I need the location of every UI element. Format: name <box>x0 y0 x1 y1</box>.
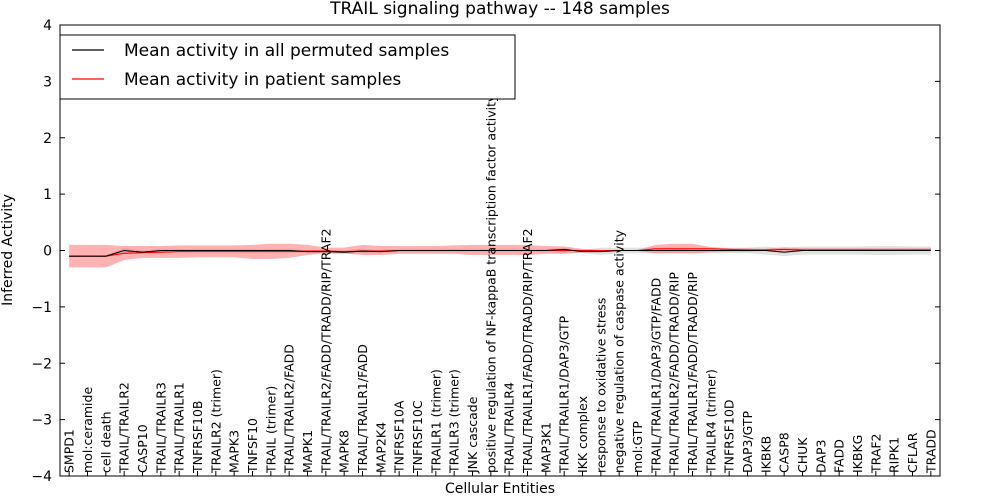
x-tick-label: TRAIL/TRAILR3 <box>153 382 168 474</box>
x-tick-label: TRAIL/TRAILR2/FADD <box>282 344 297 474</box>
x-tick-label: mol:ceramide <box>80 387 95 473</box>
x-tick-label: TRAIL/TRAILR1/FADD <box>355 344 370 474</box>
x-tick-label: CASP10 <box>135 424 150 473</box>
y-tick-label: 0 <box>43 244 52 260</box>
x-tick-label: DAP3/GTP <box>740 410 755 473</box>
x-tick-label: TNFRSF10B <box>190 401 205 474</box>
y-tick-label: 3 <box>43 74 52 90</box>
x-tick-label: SMPD1 <box>62 429 77 473</box>
x-tick-label: TRAIL/TRAILR4 <box>502 382 517 474</box>
x-tick-label: TRAF2 <box>868 433 883 474</box>
x-tick-label: MAPK8 <box>337 430 352 473</box>
x-tick-label: MAPK3 <box>227 430 242 473</box>
x-tick-label: TNFSF10 <box>245 418 260 474</box>
y-tick-label: −3 <box>31 413 52 429</box>
band-patient <box>69 243 931 268</box>
x-tick-label: TRAIL/TRAILR1/DAP3/GTP/FADD <box>648 278 663 474</box>
x-tick-label: DAP3 <box>813 440 828 473</box>
x-tick-label: IKBKG <box>850 435 865 473</box>
x-tick-label: TRAIL/TRAILR2 <box>117 382 132 474</box>
y-axis-label: Inferred Activity <box>0 194 16 306</box>
x-tick-label: TNFRSF10A <box>392 400 407 474</box>
x-tick-label: TRAIL/TRAILR1/FADD/TRADD/RIP/TRAF2 <box>520 228 535 474</box>
x-tick-label: TRAIL/TRAILR1 <box>172 382 187 474</box>
x-tick-label: TRAIL/TRAILR2/FADD/TRADD/RIP <box>667 272 682 474</box>
x-tick-label: mol:GTP <box>630 421 645 473</box>
y-tick-label: 2 <box>43 131 52 147</box>
series-line-permuted <box>69 248 931 257</box>
y-axis: −4 −3 −2 −1 0 1 2 3 4 <box>31 18 940 485</box>
x-tick-label: TRAIL/TRAILR1/FADD/TRADD/RIP <box>685 272 700 474</box>
x-tick-label: CFLAR <box>905 432 920 473</box>
x-tick-label: positive regulation of NF-kappaB transcr… <box>483 94 498 473</box>
x-tick-label: TRAILR3 (trimer) <box>447 369 462 474</box>
x-tick-label: MAPK1 <box>300 430 315 473</box>
x-tick-label: IKBKB <box>758 436 773 473</box>
x-tick-label: cell death <box>98 411 113 473</box>
legend: Mean activity in all permuted samples Me… <box>59 34 516 100</box>
y-tick-label: 1 <box>43 187 52 203</box>
x-tick-label: RIPK1 <box>887 437 902 473</box>
x-tick-label: TRADD <box>923 429 938 474</box>
x-tick-label: CASP8 <box>777 432 792 473</box>
legend-label-patient: Mean activity in patient samples <box>124 70 401 90</box>
series-lines <box>69 248 931 257</box>
x-tick-label: TRAILR1 (trimer) <box>428 369 443 474</box>
y-tick-label: 4 <box>43 18 52 34</box>
y-tick-label: −4 <box>31 469 52 485</box>
x-tick-label: TRAIL/TRAILR2/FADD/TRADD/RIP/TRAF2 <box>318 228 333 474</box>
legend-box <box>59 34 516 100</box>
x-tick-label: TRAILR4 (trimer) <box>703 369 718 474</box>
x-tick-label: negative regulation of caspase activity <box>612 229 627 473</box>
x-tick-label: TNFRSF10C <box>410 400 425 474</box>
x-tick-label: response to oxidative stress <box>593 298 608 473</box>
legend-label-permuted: Mean activity in all permuted samples <box>124 41 449 61</box>
x-tick-label: TRAIL (trimer) <box>263 386 278 474</box>
x-tick-label: MAP3K1 <box>538 422 553 473</box>
x-tick-label: CHUK <box>795 437 810 473</box>
x-tick-label: IKK complex <box>575 396 590 473</box>
x-tick-label: TNFRSF10D <box>722 399 737 474</box>
x-tick-label: TRAIL/TRAILR1/DAP3/GTP <box>557 315 572 474</box>
x-tick-label: MAP2K4 <box>373 422 388 473</box>
chart-title: TRAIL signaling pathway -- 148 samples <box>329 0 670 19</box>
y-tick-label: −2 <box>31 356 52 372</box>
confidence-bands <box>69 243 931 268</box>
x-axis-label: Cellular Entities <box>445 481 555 497</box>
y-tick-label: −1 <box>31 300 52 316</box>
x-tick-label: FADD <box>832 439 847 473</box>
x-tick-label: TRAILR2 (trimer) <box>208 369 223 474</box>
x-tick-label: JNK cascade <box>465 396 480 474</box>
